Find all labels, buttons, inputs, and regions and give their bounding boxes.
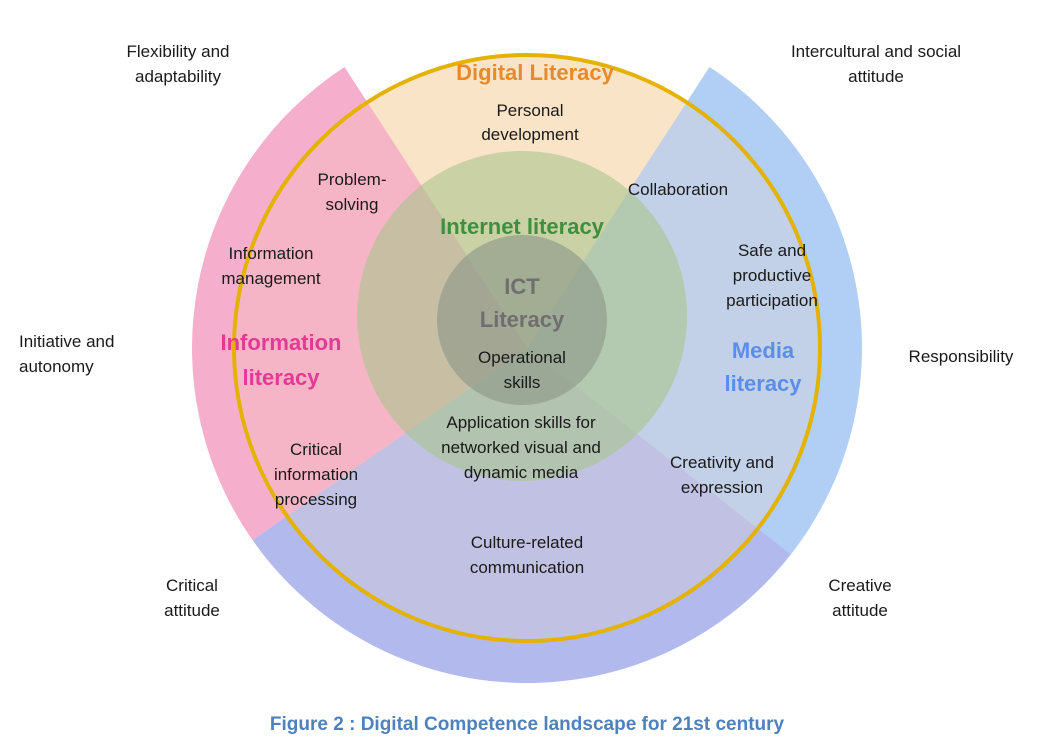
attitude-flexibility-line2: adaptability	[135, 67, 222, 86]
skill-creativity-expression-line2: expression	[681, 478, 763, 497]
skill-information-management-line1: Information	[228, 244, 313, 263]
skill-safe-participation-line1: Safe and	[738, 241, 806, 260]
skill-critical-processing-line1: Critical	[290, 440, 342, 459]
skill-application-line1: Application skills for	[446, 413, 596, 432]
figure-caption: Figure 2 : Digital Competence landscape …	[269, 714, 785, 735]
skill-operational-line2: skills	[504, 373, 541, 392]
skill-personal-development-line1: Personal	[496, 101, 563, 120]
attitude-intercultural-line1: Intercultural and social	[791, 42, 961, 61]
skill-creativity-expression-line1: Creativity and	[670, 453, 774, 472]
skill-operational-line1: Operational	[478, 348, 566, 367]
skill-personal-development-line2: development	[481, 125, 579, 144]
skill-culture-communication-line2: communication	[470, 558, 584, 577]
ict-literacy-circle	[437, 235, 607, 405]
skill-application-line3: dynamic media	[464, 463, 579, 482]
attitude-critical-line1: Critical	[166, 576, 218, 595]
attitude-initiative-line1: Initiative and	[19, 332, 114, 351]
media-literacy-band	[685, 67, 862, 555]
skill-problem-solving-line2: solving	[326, 195, 379, 214]
skill-safe-participation-line2: productive	[733, 266, 811, 285]
internet-literacy-title: Internet literacy	[440, 214, 605, 239]
information-literacy-title-line1: Information	[221, 330, 342, 355]
ict-literacy-title-line1: ICT	[504, 274, 540, 299]
media-literacy-title-line2: literacy	[724, 371, 802, 396]
skill-critical-processing-line2: information	[274, 465, 358, 484]
digital-literacy-ring	[232, 53, 822, 643]
skill-collaboration: Collaboration	[628, 180, 728, 199]
attitude-critical-line2: attitude	[164, 601, 220, 620]
attitude-initiative-line2: autonomy	[19, 357, 94, 376]
skill-application-line2: networked visual and	[441, 438, 601, 457]
information-literacy-band	[191, 67, 369, 541]
media-literacy-title-line1: Media	[732, 338, 795, 363]
skill-problem-solving-line1: Problem-	[318, 170, 387, 189]
attitude-flexibility-line1: Flexibility and	[127, 42, 230, 61]
digital-literacy-title: Digital Literacy	[456, 60, 614, 85]
ict-literacy-title-line2: Literacy	[480, 307, 565, 332]
skill-critical-processing-line3: processing	[275, 490, 357, 509]
information-literacy-title-line2: literacy	[242, 365, 320, 390]
skill-safe-participation-line3: participation	[726, 291, 818, 310]
attitude-creative-line1: Creative	[828, 576, 891, 595]
skill-culture-communication-line1: Culture-related	[471, 533, 583, 552]
attitude-responsibility: Responsibility	[909, 347, 1014, 366]
bottom-literacy-sector	[286, 348, 758, 641]
bottom-literacy-band	[252, 514, 791, 683]
attitude-intercultural-line2: attitude	[848, 67, 904, 86]
skill-information-management-line2: management	[221, 269, 321, 288]
attitude-creative-line2: attitude	[832, 601, 888, 620]
